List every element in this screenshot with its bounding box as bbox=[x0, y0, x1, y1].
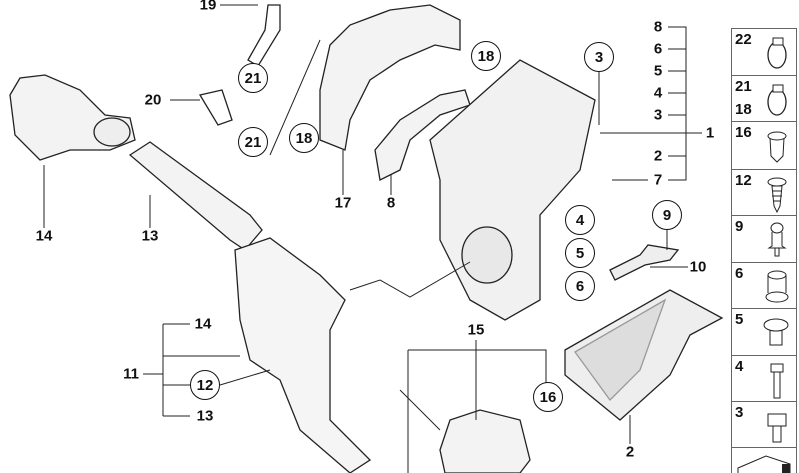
callout-15: 15 bbox=[467, 321, 485, 339]
bellows-hose-shape bbox=[319, 4, 461, 151]
callout-18-circle: 18 bbox=[289, 123, 319, 153]
legend-cell-bolt: 4 bbox=[732, 355, 796, 402]
callout-7: 7 bbox=[653, 171, 663, 189]
legend-cell-grommet: 16 bbox=[732, 121, 796, 170]
rubber-bushing-icon bbox=[765, 270, 789, 303]
connector-20-shape bbox=[198, 89, 233, 126]
expanding-nut-icon bbox=[767, 131, 787, 163]
hose-clamp-icon bbox=[767, 84, 787, 116]
callout-1: 1 bbox=[705, 124, 715, 142]
vent-pipe-shape bbox=[247, 4, 281, 67]
callout-17: 17 bbox=[334, 194, 352, 212]
hose-clamp-icon bbox=[767, 37, 787, 69]
callout-20: 20 bbox=[144, 91, 162, 109]
callout-4: 4 bbox=[653, 84, 663, 102]
legend-cell-spacer: 5 bbox=[732, 308, 796, 356]
callout-5: 5 bbox=[653, 62, 663, 80]
legend-cell-stud: 9 bbox=[732, 215, 796, 263]
spacer-sleeve-icon bbox=[763, 318, 789, 346]
intake-silencer-shape bbox=[9, 74, 136, 161]
callout-3: 3 bbox=[653, 106, 663, 124]
legend-label: 22 bbox=[735, 31, 752, 48]
callout-6: 6 bbox=[653, 40, 663, 58]
legend-label: 5 bbox=[735, 311, 744, 328]
small-hose-shape bbox=[374, 89, 471, 181]
legend-label: 4 bbox=[735, 358, 744, 375]
callout-21-circle: 21 bbox=[238, 63, 268, 93]
air-duct-shape bbox=[234, 237, 372, 473]
stud-bolt-icon bbox=[767, 222, 787, 257]
legend-label: 3 bbox=[735, 404, 744, 421]
callout-2: 2 bbox=[625, 443, 635, 461]
callout-14: 14 bbox=[194, 315, 212, 333]
callout-2: 2 bbox=[653, 147, 663, 165]
legend-cell-screw: 12 bbox=[732, 169, 796, 216]
callout-12-circle: 12 bbox=[190, 370, 220, 400]
callout-18-circle: 18 bbox=[471, 41, 501, 71]
legend-cell-more bbox=[732, 447, 796, 473]
self-tapping-screw-icon bbox=[767, 177, 787, 214]
callout-10: 10 bbox=[689, 258, 707, 276]
legend-label: 9 bbox=[735, 218, 744, 235]
legend-label: 16 bbox=[735, 124, 752, 141]
wedge-part-icon bbox=[737, 455, 791, 473]
callout-6-circle: 6 bbox=[565, 271, 595, 301]
callout-3-circle: 3 bbox=[584, 42, 614, 72]
callout-16-circle: 16 bbox=[533, 382, 563, 412]
legend-label: 6 bbox=[735, 265, 744, 282]
callout-14: 14 bbox=[35, 227, 53, 245]
callout-13: 13 bbox=[141, 227, 159, 245]
legend-cell-hose-clamp: 22 bbox=[732, 28, 796, 76]
callout-11: 11 bbox=[123, 365, 139, 383]
legend-label: 21 bbox=[735, 78, 752, 95]
legend-label: 18 bbox=[735, 101, 752, 118]
callout-9-circle: 9 bbox=[652, 200, 682, 230]
hex-bolt-icon bbox=[770, 363, 784, 399]
resonator-shape bbox=[439, 409, 531, 473]
intake-hose-shape bbox=[128, 141, 263, 251]
callout-19: 19 bbox=[199, 0, 217, 14]
callout-4-circle: 4 bbox=[565, 205, 595, 235]
callout-8: 8 bbox=[653, 18, 663, 36]
legend-label: 12 bbox=[735, 172, 752, 189]
callout-13: 13 bbox=[196, 407, 214, 425]
collar-bolt-icon bbox=[767, 413, 787, 443]
legend-cell-bushing: 6 bbox=[732, 262, 796, 309]
legend-cell-hex-bolt: 3 bbox=[732, 401, 796, 448]
callout-21-circle: 21 bbox=[238, 127, 268, 157]
callout-5-circle: 5 bbox=[565, 238, 595, 268]
callout-8: 8 bbox=[386, 194, 396, 212]
